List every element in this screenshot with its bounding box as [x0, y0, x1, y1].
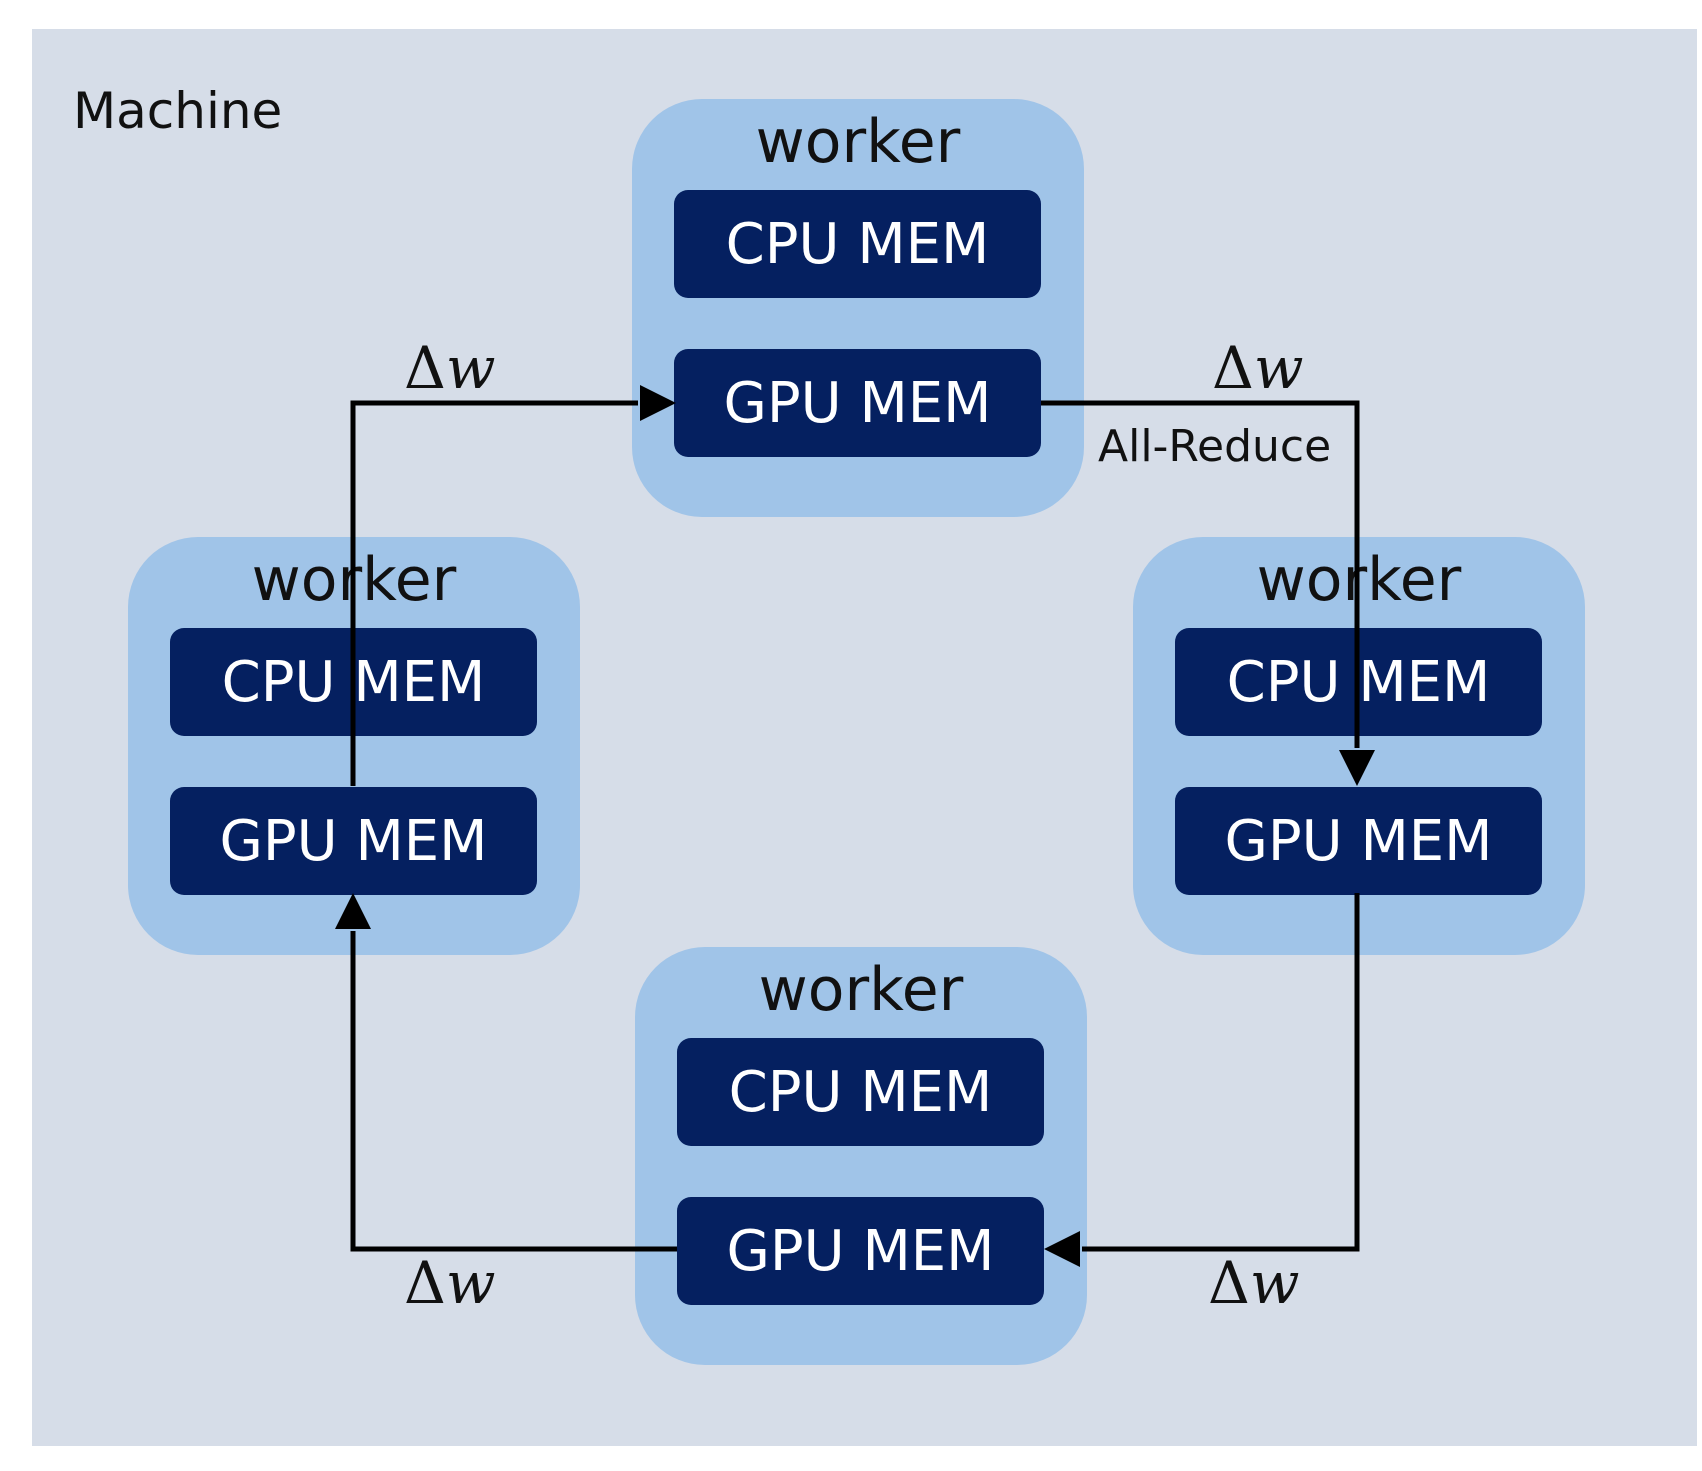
delta-w-label-top-left: Δw [404, 334, 496, 402]
delta-symbol: Δ [404, 334, 446, 402]
cpu-mem-block: CPU MEM [674, 190, 1041, 298]
delta-w-label-bottom-right: Δw [1208, 1249, 1300, 1317]
delta-var: w [1249, 1249, 1300, 1317]
machine-label: Machine [73, 82, 283, 140]
worker-bottom: worker CPU MEM GPU MEM [635, 947, 1087, 1365]
worker-left: worker CPU MEM GPU MEM [128, 537, 580, 955]
arrowhead-down-icon [1339, 750, 1375, 786]
delta-symbol: Δ [1212, 334, 1254, 402]
delta-symbol: Δ [1208, 1249, 1250, 1317]
delta-var: w [445, 1249, 496, 1317]
gpu-mem-block: GPU MEM [170, 787, 537, 895]
delta-w-label-top-right: Δw [1212, 334, 1304, 402]
cpu-mem-block: CPU MEM [677, 1038, 1044, 1146]
arrowhead-up-icon [335, 893, 371, 929]
delta-var: w [1253, 334, 1304, 402]
arrow-right-to-bottom [1082, 893, 1360, 1252]
arrow-left-to-top [350, 400, 638, 786]
worker-title: worker [755, 107, 961, 177]
gpu-mem-block: GPU MEM [674, 349, 1041, 457]
all-reduce-label: All-Reduce [1098, 421, 1332, 472]
arrow-bottom-to-left [350, 931, 677, 1252]
arrowhead-left-icon [1044, 1231, 1080, 1267]
delta-symbol: Δ [404, 1249, 446, 1317]
worker-top: worker CPU MEM GPU MEM [632, 99, 1084, 517]
delta-var: w [445, 334, 496, 402]
gpu-mem-block: GPU MEM [677, 1197, 1044, 1305]
arrowhead-right-icon [640, 385, 676, 421]
worker-title: worker [758, 955, 964, 1025]
delta-w-label-bottom-left: Δw [404, 1249, 496, 1317]
gpu-mem-block: GPU MEM [1175, 787, 1542, 895]
arrow-top-to-right [1041, 400, 1360, 748]
